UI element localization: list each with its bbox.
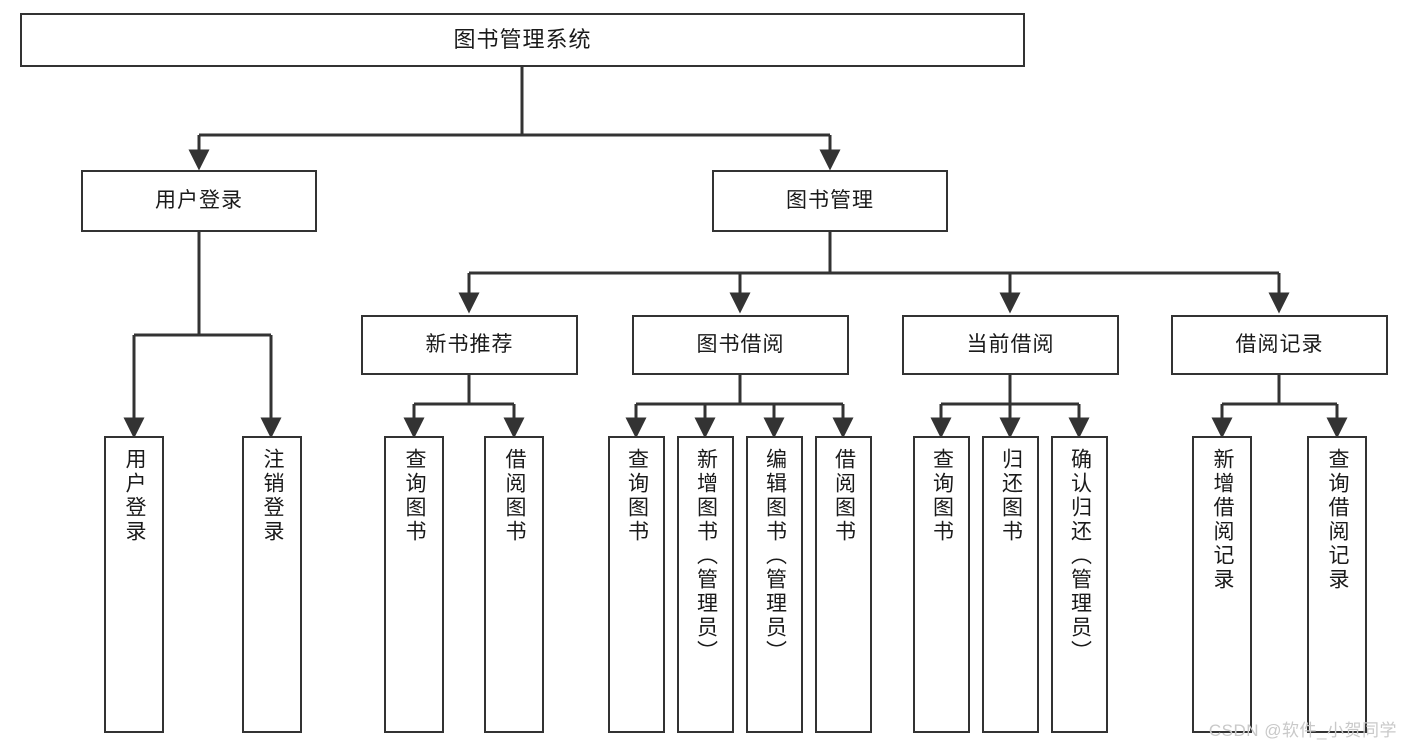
node-label: 用户登录 (123, 448, 147, 544)
leaf-borrow-query-book[interactable]: 查询图书 (608, 436, 665, 733)
leaf-current-query-book[interactable]: 查询图书 (913, 436, 970, 733)
node-label: 图书管理系统 (453, 26, 592, 52)
node-label: 注销登录 (261, 448, 285, 544)
node-root-system[interactable]: 图书管理系统 (20, 13, 1025, 67)
leaf-record-query-record[interactable]: 查询借阅记录 (1307, 436, 1367, 733)
csdn-watermark: CSDN @软件_小贺同学 (1208, 721, 1397, 740)
node-label: 借阅图书 (832, 448, 856, 544)
node-user-login[interactable]: 用户登录 (81, 170, 317, 232)
node-label: 当前借阅 (966, 333, 1055, 357)
node-label: 新增借阅记录 (1211, 448, 1235, 592)
leaf-borrow-borrow-book[interactable]: 借阅图书 (815, 436, 872, 733)
node-book-management[interactable]: 图书管理 (712, 170, 948, 232)
node-label: 编辑图书（管理员） (763, 448, 787, 664)
node-label: 借阅记录 (1235, 333, 1324, 357)
leaf-new-book-borrow-book[interactable]: 借阅图书 (484, 436, 544, 733)
leaf-current-return-book[interactable]: 归还图书 (982, 436, 1039, 733)
node-label: 借阅图书 (503, 448, 527, 544)
node-label: 查询图书 (403, 448, 427, 544)
node-current-borrow[interactable]: 当前借阅 (902, 315, 1119, 375)
node-label: 归还图书 (999, 448, 1023, 544)
node-label: 确认归还（管理员） (1068, 448, 1092, 664)
node-label: 新增图书（管理员） (694, 448, 718, 664)
node-label: 查询图书 (625, 448, 649, 544)
node-borrow-record[interactable]: 借阅记录 (1171, 315, 1388, 375)
leaf-borrow-edit-book-admin[interactable]: 编辑图书（管理员） (746, 436, 803, 733)
node-label: 查询图书 (930, 448, 954, 544)
node-book-borrow[interactable]: 图书借阅 (632, 315, 849, 375)
leaf-borrow-add-book-admin[interactable]: 新增图书（管理员） (677, 436, 734, 733)
leaf-current-confirm-return-admin[interactable]: 确认归还（管理员） (1051, 436, 1108, 733)
node-label: 用户登录 (155, 189, 243, 213)
node-label: 查询借阅记录 (1326, 448, 1350, 592)
node-label: 新书推荐 (425, 333, 514, 357)
node-new-book-recommend[interactable]: 新书推荐 (361, 315, 578, 375)
leaf-user-login[interactable]: 用户登录 (104, 436, 164, 733)
leaf-new-book-query-book[interactable]: 查询图书 (384, 436, 444, 733)
node-label: 图书借阅 (696, 333, 785, 357)
leaf-logout[interactable]: 注销登录 (242, 436, 302, 733)
leaf-record-add-record[interactable]: 新增借阅记录 (1192, 436, 1252, 733)
node-label: 图书管理 (786, 189, 874, 213)
